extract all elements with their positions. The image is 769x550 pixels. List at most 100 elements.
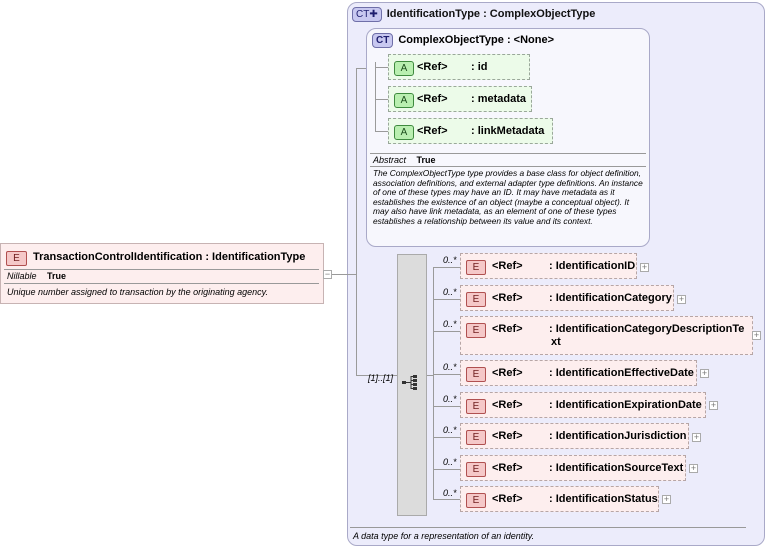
element-name-continuation: xt	[551, 336, 561, 348]
collapse-toggle[interactable]: −	[323, 269, 332, 279]
element-name: : IdentificationExpirationDate	[549, 399, 702, 411]
element-icon: E	[466, 493, 486, 508]
sequence-compositor	[397, 254, 427, 516]
element-connector	[433, 299, 460, 300]
element-icon: E	[466, 292, 486, 307]
element-cardinality: 0..*	[443, 457, 457, 467]
sequence-cardinality: [1]..[1]	[368, 373, 394, 383]
attribute-icon: A	[394, 125, 414, 140]
element-connector	[433, 469, 460, 470]
element-connector	[433, 406, 460, 407]
attribute-ref: <Ref>	[417, 61, 448, 73]
element-connector	[433, 331, 460, 332]
divider	[350, 527, 746, 528]
divider	[4, 283, 319, 284]
element-cardinality: 0..*	[443, 425, 457, 435]
complex-type-title: IdentificationType : ComplexObjectType	[386, 8, 596, 20]
type-connector	[356, 68, 357, 375]
element-cardinality: 0..*	[443, 255, 457, 265]
type-connector	[356, 68, 366, 69]
element-cardinality: 0..*	[443, 362, 457, 372]
divider	[370, 153, 646, 154]
attribute-connector	[375, 67, 388, 68]
base-type-title: ComplexObjectType : <None>	[398, 34, 555, 46]
base-type-description: The ComplexObjectType type provides a ba…	[373, 168, 643, 226]
element-ref: <Ref>	[492, 399, 523, 411]
element-icon: E	[466, 260, 486, 275]
element-ref: <Ref>	[492, 430, 523, 442]
attribute-connector	[375, 131, 388, 132]
root-element-title: TransactionControlIdentification : Ident…	[33, 251, 306, 263]
attribute-ref: <Ref>	[417, 125, 448, 137]
element-cardinality: 0..*	[443, 488, 457, 498]
expand-toggle[interactable]: +	[662, 494, 671, 504]
element-identification-jurisdiction[interactable]: E <Ref> : IdentificationJurisdiction	[460, 423, 689, 449]
element-name: : IdentificationCategoryDescriptionTe	[549, 323, 745, 335]
element-cardinality: 0..*	[443, 394, 457, 404]
element-ref: <Ref>	[492, 367, 523, 379]
base-type-icon: CT	[372, 33, 394, 48]
attribute-name: : id	[471, 61, 488, 73]
expand-toggle[interactable]: +	[640, 262, 649, 272]
element-identification-source-text[interactable]: E <Ref> : IdentificationSourceText	[460, 455, 686, 481]
element-name: : IdentificationSourceText	[549, 462, 684, 474]
nillable-row: Nillable True	[7, 271, 66, 281]
element-icon: E	[466, 323, 486, 338]
element-icon: E	[466, 399, 486, 414]
attribute-connector	[375, 62, 376, 132]
element-icon: E	[6, 251, 27, 266]
element-connector	[433, 499, 460, 500]
attribute-name: : metadata	[471, 93, 527, 105]
sequence-connector	[427, 375, 433, 376]
attribute-metadata[interactable]: A <Ref> : metadata	[388, 86, 532, 112]
attribute-link-metadata[interactable]: A <Ref> : linkMetadata	[388, 118, 553, 144]
complex-type-icon: CT✚	[352, 7, 382, 22]
element-name: : IdentificationStatus	[549, 493, 658, 505]
root-element[interactable]: E TransactionControlIdentification : Ide…	[0, 243, 324, 304]
expand-toggle[interactable]: +	[677, 294, 686, 304]
element-identification-category-description-text[interactable]: E <Ref> : IdentificationCategoryDescript…	[460, 316, 753, 355]
element-name: : IdentificationCategory	[549, 292, 672, 304]
expand-toggle[interactable]: +	[709, 400, 718, 410]
sequence-icon	[402, 375, 417, 390]
element-identification-category[interactable]: E <Ref> : IdentificationCategory	[460, 285, 674, 311]
attribute-connector	[375, 99, 388, 100]
abstract-row: Abstract True	[373, 155, 436, 165]
attribute-name: : linkMetadata	[471, 125, 545, 137]
base-type-header: CT ComplexObjectType : <None>	[372, 33, 554, 48]
element-name: : IdentificationJurisdiction	[549, 430, 687, 442]
element-connector	[433, 437, 460, 438]
nillable-value: True	[47, 271, 67, 281]
element-ref: <Ref>	[492, 260, 523, 272]
attribute-icon: A	[394, 93, 414, 108]
element-identification-expiration-date[interactable]: E <Ref> : IdentificationExpirationDate	[460, 392, 706, 418]
expand-toggle[interactable]: +	[689, 463, 698, 473]
element-name: : IdentificationID	[549, 260, 636, 272]
expand-toggle[interactable]: +	[700, 368, 709, 378]
complex-type-description: A data type for a representation of an i…	[353, 531, 535, 541]
attribute-ref: <Ref>	[417, 93, 448, 105]
nillable-label: Nillable	[7, 271, 37, 281]
expand-toggle[interactable]: +	[692, 432, 701, 442]
element-ref: <Ref>	[492, 292, 523, 304]
element-cardinality: 0..*	[443, 319, 457, 329]
element-identification-id[interactable]: E <Ref> : IdentificationID	[460, 253, 637, 279]
attribute-icon: A	[394, 61, 414, 76]
abstract-value: True	[416, 155, 436, 165]
expand-toggle[interactable]: +	[752, 330, 761, 340]
element-connector	[433, 374, 460, 375]
sequence-spine	[433, 267, 434, 499]
root-element-description: Unique number assigned to transaction by…	[7, 287, 268, 297]
element-identification-status[interactable]: E <Ref> : IdentificationStatus	[460, 486, 659, 512]
root-connector	[332, 274, 356, 275]
element-name: : IdentificationEffectiveDate	[549, 367, 694, 379]
element-icon: E	[466, 367, 486, 382]
element-connector	[433, 267, 460, 268]
element-identification-effective-date[interactable]: E <Ref> : IdentificationEffectiveDate	[460, 360, 697, 386]
sequence-connector	[356, 375, 397, 376]
complex-type-header: CT✚ IdentificationType : ComplexObjectTyp…	[352, 7, 595, 22]
divider	[4, 269, 319, 270]
attribute-id[interactable]: A <Ref> : id	[388, 54, 530, 80]
element-ref: <Ref>	[492, 323, 523, 335]
element-ref: <Ref>	[492, 462, 523, 474]
